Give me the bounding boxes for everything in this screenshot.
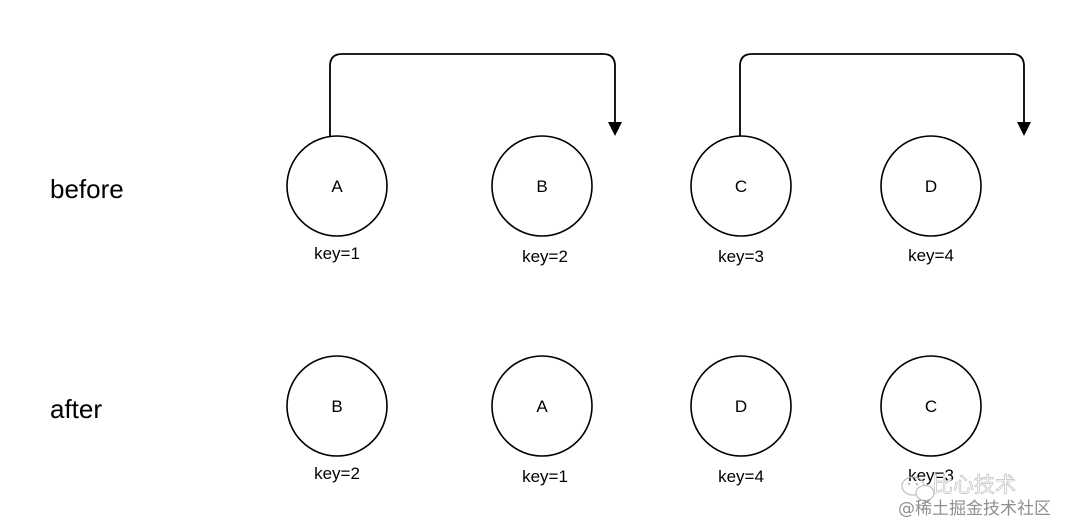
node-circle [286, 355, 388, 457]
node-before-2: B key=2 [491, 135, 593, 266]
move-arrow-c-to-d [739, 53, 1031, 137]
node-circle [690, 135, 792, 237]
node-circle [880, 135, 982, 237]
node-letter: B [536, 177, 547, 196]
node-key-label: key=1 [314, 244, 360, 263]
node-key-label: key=2 [314, 464, 360, 483]
node-before-1: A key=1 [286, 135, 388, 263]
node-letter: D [735, 397, 747, 416]
node-key-label: key=3 [718, 247, 764, 266]
node-after-4: C key=3 [880, 355, 982, 485]
node-key-label: key=4 [718, 467, 764, 486]
move-arrow-a-to-b [329, 53, 622, 137]
node-key-label: key=3 [908, 466, 954, 485]
node-letter: C [735, 177, 747, 196]
wechat-logo-icon [901, 476, 935, 502]
node-circle [491, 135, 593, 237]
node-circle [286, 135, 388, 237]
node-letter: A [331, 177, 343, 196]
node-letter: A [536, 397, 548, 416]
node-after-2: A key=1 [491, 355, 593, 486]
node-before-3: C key=3 [690, 135, 792, 266]
watermark-account-name: 比心技术 [932, 473, 1016, 497]
node-circle [880, 355, 982, 457]
watermark-site-name: @稀土掘金技术社区 [898, 499, 1051, 519]
node-letter: D [925, 177, 937, 196]
watermark: 比心技术 @稀土掘金技术社区 [898, 473, 1051, 519]
node-letter: C [925, 397, 937, 416]
row-label-before: before [50, 174, 124, 204]
node-letter: B [331, 397, 342, 416]
node-circle [690, 355, 792, 457]
node-circle [491, 355, 593, 457]
node-before-4: D key=4 [880, 135, 982, 265]
node-key-label: key=4 [908, 246, 954, 265]
node-after-3: D key=4 [690, 355, 792, 486]
node-key-label: key=2 [522, 247, 568, 266]
node-key-label: key=1 [522, 467, 568, 486]
node-after-1: B key=2 [286, 355, 388, 483]
row-label-after: after [50, 394, 102, 424]
